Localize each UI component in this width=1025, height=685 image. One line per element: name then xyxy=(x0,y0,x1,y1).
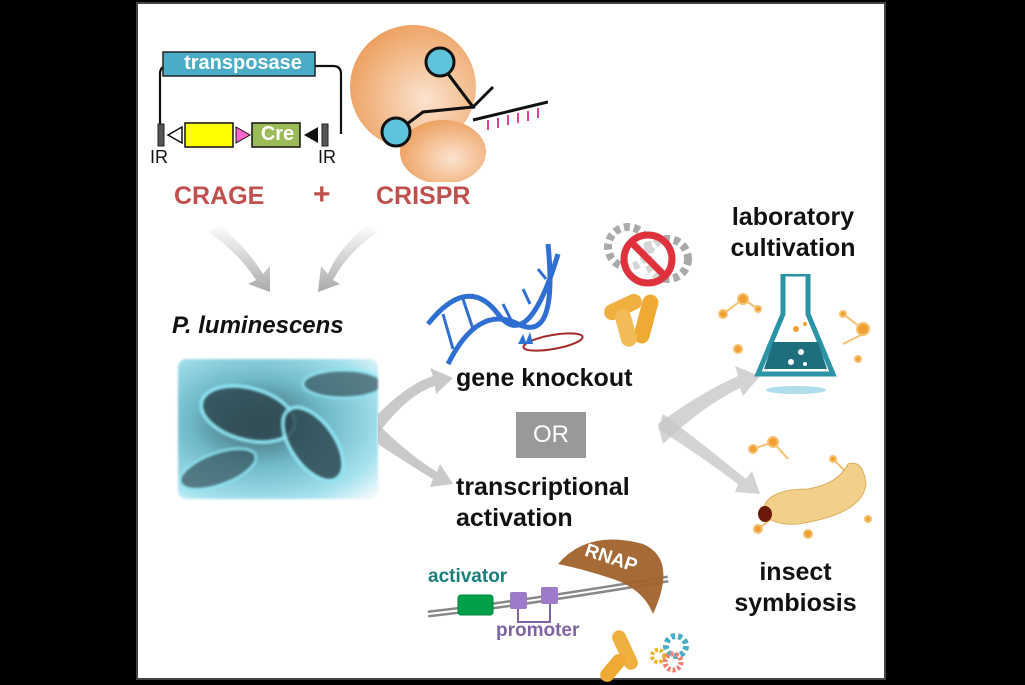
activator-label: activator xyxy=(428,566,508,587)
gene-knockout-label: gene knockout xyxy=(456,364,633,392)
bacterium-rod-icon xyxy=(615,309,637,347)
arrow-to-insect xyxy=(658,414,760,494)
arrow-to-laboratory xyxy=(658,366,760,444)
lox-site-right-icon xyxy=(304,127,318,143)
organism-name: P. luminescens xyxy=(172,312,344,339)
arrow-to-activation xyxy=(378,424,453,487)
plus-sign: + xyxy=(313,178,331,211)
excised-fragment-icon xyxy=(522,332,584,352)
flask-liquid xyxy=(764,342,827,369)
lab-flask-graphic xyxy=(718,274,870,394)
transcriptional-activation-graphic xyxy=(427,539,689,682)
ir-right-marker xyxy=(321,123,329,147)
cre-label: Cre xyxy=(260,123,295,145)
flask-shadow xyxy=(766,386,826,394)
guide-rna-loop-bottom-icon xyxy=(380,116,412,148)
insect-larva-graphic xyxy=(748,436,872,539)
molecule-icons xyxy=(718,293,870,363)
input-arrows xyxy=(208,224,378,292)
dna-helix-strand-a xyxy=(426,253,561,328)
insect-label-line1: insect xyxy=(759,558,832,586)
promoter-box-1 xyxy=(510,592,527,609)
dna-helix-strand-b xyxy=(445,243,553,366)
rnap-enzyme-shape xyxy=(558,539,664,614)
disabled-gears-graphic xyxy=(604,223,692,347)
lab-label-line1: laboratory xyxy=(731,203,855,231)
activator-site-box xyxy=(457,594,494,616)
insect-symbiosis-label: insect symbiosis xyxy=(713,557,878,619)
promoter-box-2 xyxy=(541,587,558,604)
flask-icon xyxy=(754,274,837,377)
bacteria-micrograph-image xyxy=(178,359,385,499)
gene-knockout-graphic xyxy=(426,243,584,366)
larva-head xyxy=(758,506,772,522)
larva-body xyxy=(762,462,867,525)
activation-label-line1: transcriptional xyxy=(456,473,630,501)
promoter-bracket xyxy=(517,604,551,623)
gear-icon xyxy=(650,648,666,664)
crage-label: CRAGE xyxy=(174,182,265,210)
ir-left-label: IR xyxy=(150,147,168,167)
cargo-gene-box xyxy=(184,122,234,148)
or-badge: OR xyxy=(516,412,586,458)
bacterium-rod-icon xyxy=(600,654,626,682)
bacterium-rod-icon xyxy=(604,293,642,321)
transposase-label: transposase xyxy=(184,52,302,74)
crispr-cas9-graphic xyxy=(350,25,548,182)
gear-icon xyxy=(662,651,684,673)
approach-arrows xyxy=(378,368,453,487)
lab-label-line2: cultivation xyxy=(730,234,856,262)
crage-plasmid-diagram xyxy=(157,51,343,148)
arrow-from-crage xyxy=(208,224,270,292)
lox-site-left-icon xyxy=(166,125,183,145)
bacterium-rod-icon xyxy=(612,630,638,670)
guide-rna-loop-top-icon xyxy=(424,46,456,78)
outcome-arrows xyxy=(658,366,760,494)
promoter-label: promoter xyxy=(496,620,580,641)
transcriptional-activation-label: transcriptional activation xyxy=(456,472,630,534)
transposase-gene-box xyxy=(162,51,316,77)
crispr-label: CRISPR xyxy=(376,182,471,210)
activation-label-line2: activation xyxy=(456,504,573,532)
cas9-protein-small-lobe xyxy=(400,120,486,182)
lox-site-pink-icon xyxy=(235,126,252,144)
ir-left-marker xyxy=(157,123,165,147)
insect-label-line2: symbiosis xyxy=(734,589,857,617)
laboratory-cultivation-label: laboratory cultivation xyxy=(708,202,878,264)
cre-gene-box xyxy=(251,122,301,148)
graphical-abstract-panel: transposase Cre IR IR CRAGE + CRISPR P. … xyxy=(136,2,886,682)
target-dna-bases xyxy=(487,108,539,130)
bacterium-rod-icon xyxy=(633,294,659,344)
arrow-to-knockout xyxy=(378,368,453,434)
target-dna-strand xyxy=(472,100,548,122)
arrow-from-crispr xyxy=(318,224,378,292)
ir-right-label: IR xyxy=(318,147,336,167)
